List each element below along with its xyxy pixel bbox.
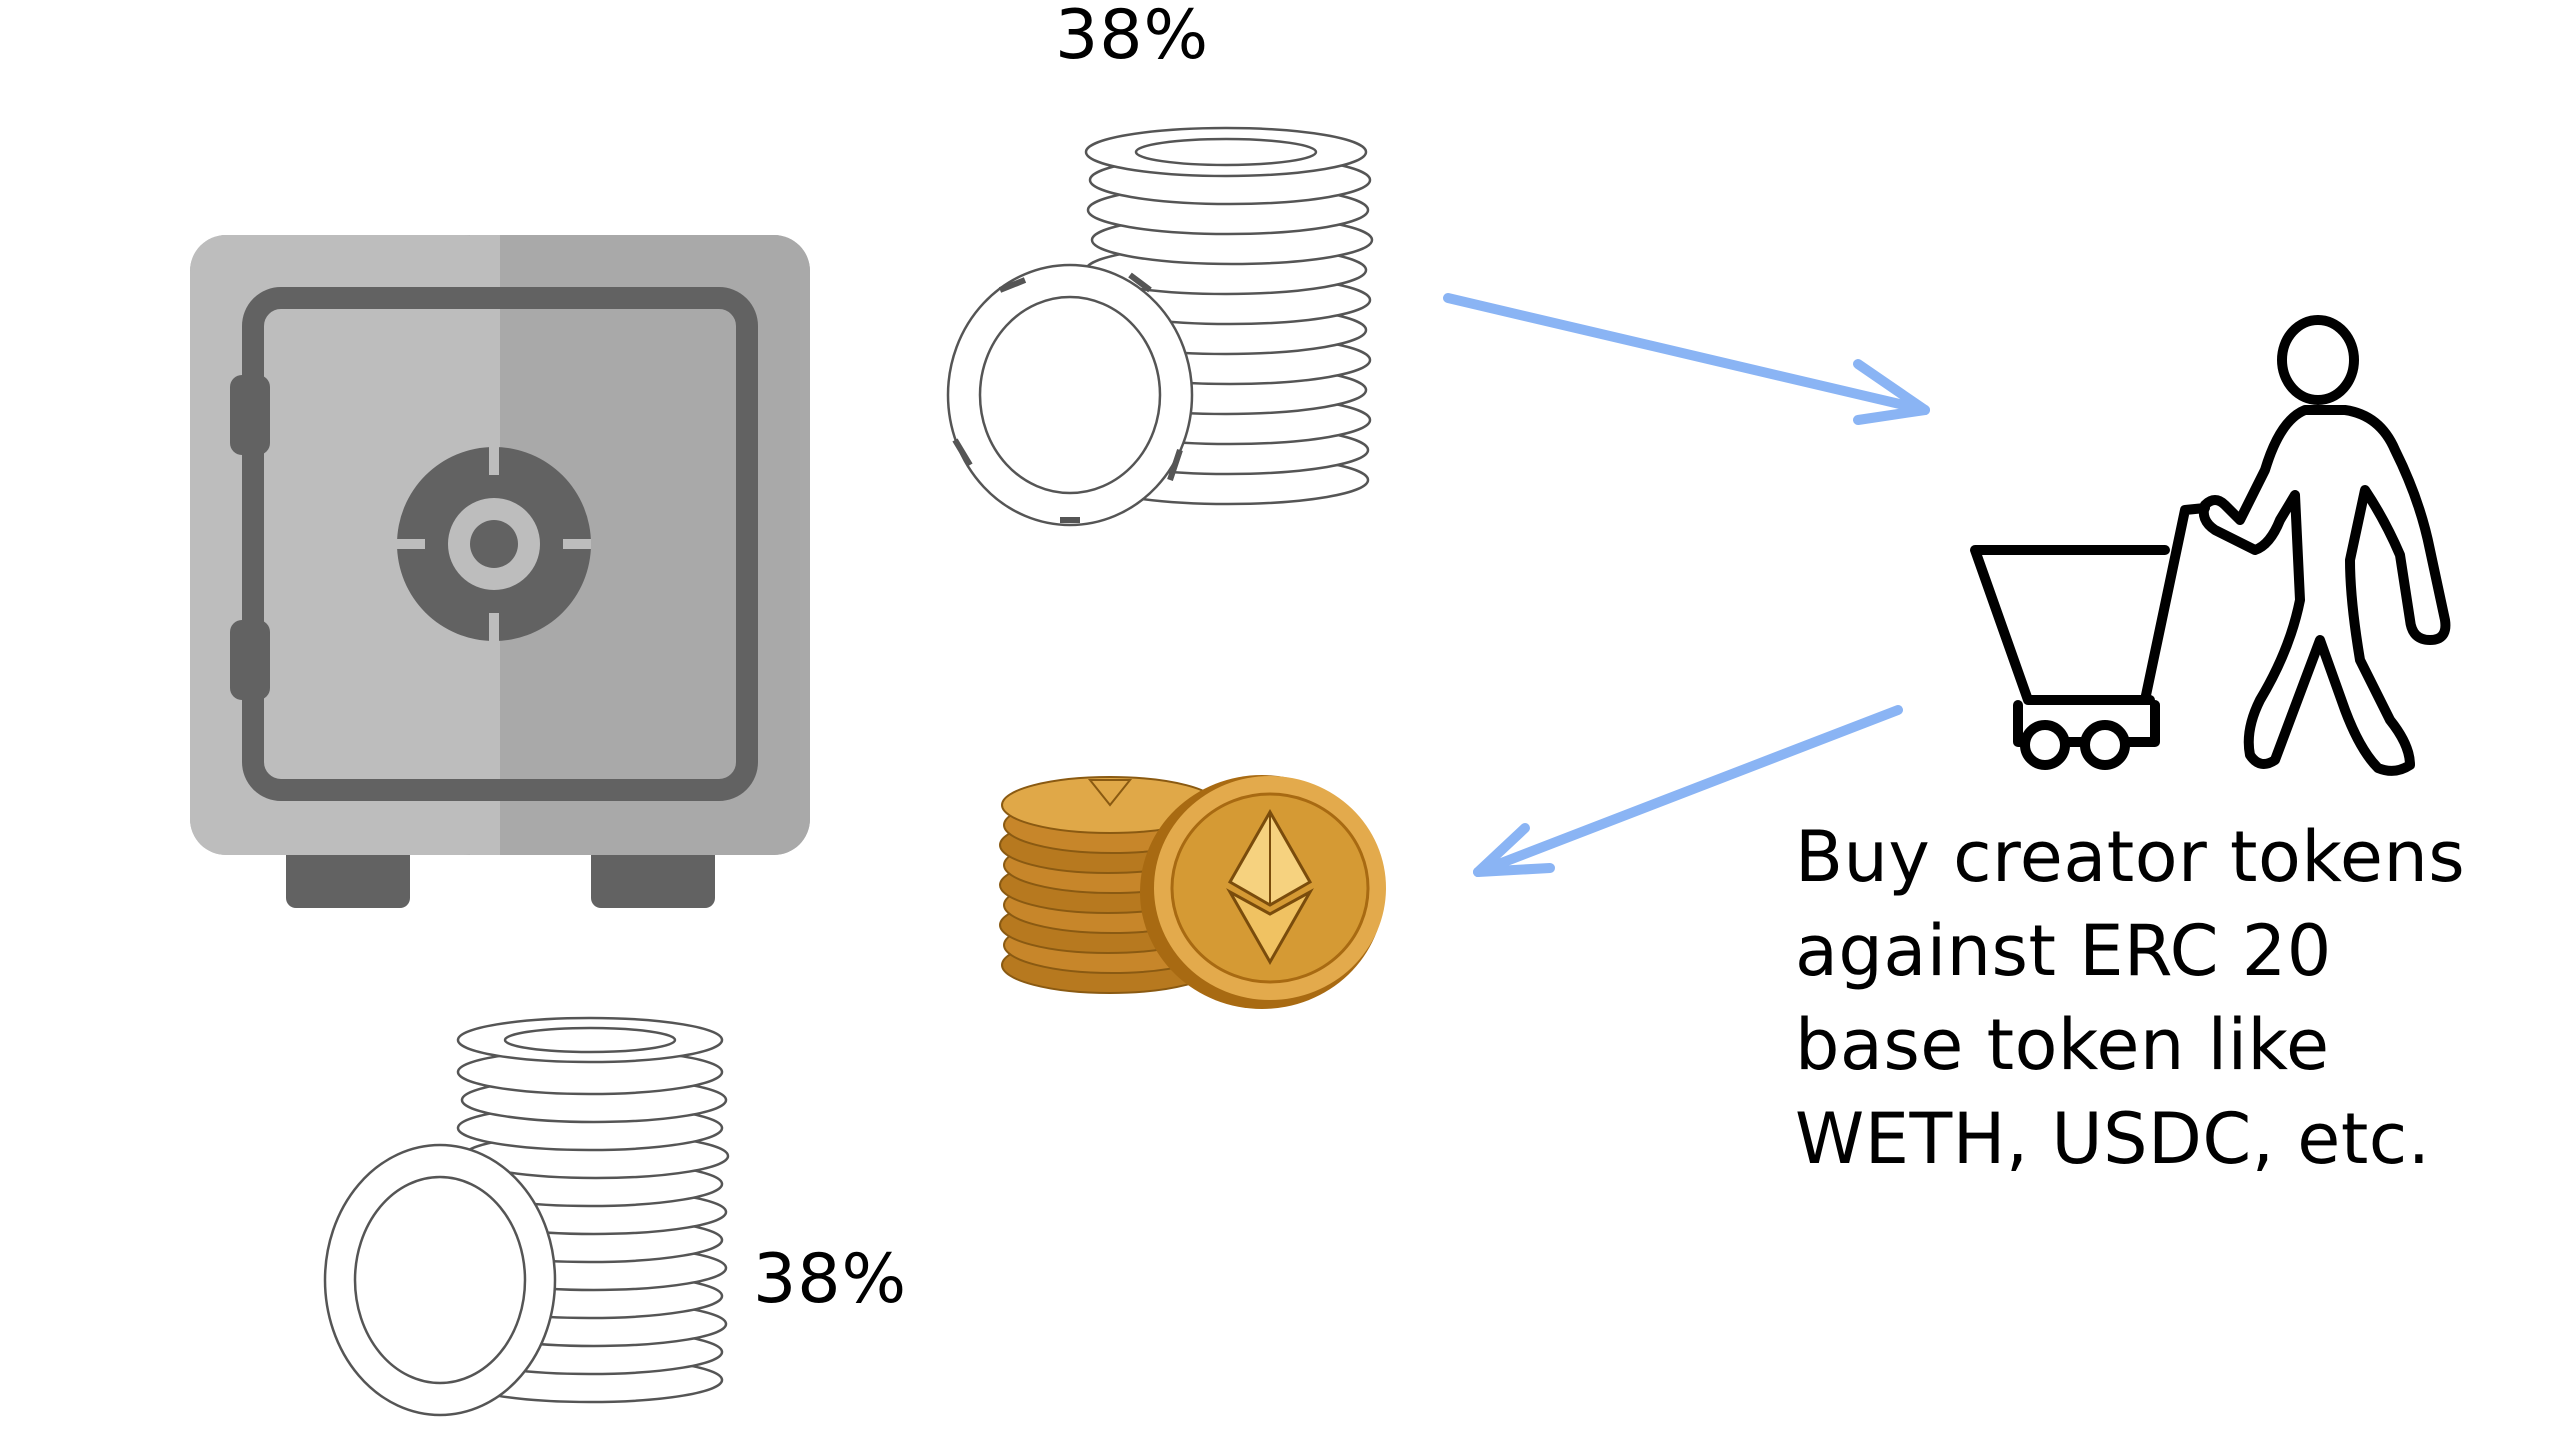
caption-line-4: WETH, USDC, etc.	[1795, 1098, 2431, 1180]
percent-label-bottom: 38%	[753, 1240, 908, 1319]
percent-label-top: 38%	[1055, 0, 1210, 75]
arrow-right-icon	[1443, 293, 1930, 425]
caption-line-3: base token like	[1795, 1004, 2330, 1086]
chip-stack-icon	[946, 126, 1374, 527]
caption-line-2: against ERC 20	[1795, 910, 2332, 992]
caption-line-1: Buy creator tokens	[1795, 816, 2466, 898]
ethereum-coin-face	[1140, 775, 1386, 1009]
coin-stack	[999, 776, 1221, 994]
caption: Buy creator tokens against ERC 20 base t…	[1795, 810, 2555, 1186]
chip-stack-icon	[323, 1016, 730, 1417]
